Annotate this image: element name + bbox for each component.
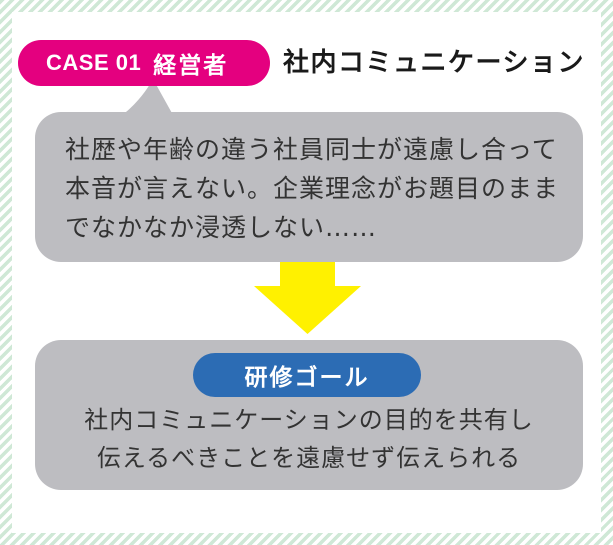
case-badge: CASE 01 経営者 (18, 40, 270, 86)
goal-text: 社内コミュニケーションの目的を共有し 伝えるべきことを遠慮せず伝えられる (35, 401, 583, 477)
down-arrow-icon (254, 262, 361, 334)
goal-box: 研修ゴール 社内コミュニケーションの目的を共有し 伝えるべきことを遠慮せず伝えら… (35, 340, 583, 490)
goal-badge: 研修ゴール (193, 353, 421, 397)
problem-line: 社歴や年齢の違う社員同士が遠慮し合って (65, 135, 558, 164)
page-title: 社内コミュニケーション (283, 48, 585, 78)
problem-line: 本音が言えない。企業理念がお題目のまま (65, 174, 560, 203)
goal-line: 伝えるべきことを遠慮せず伝えられる (96, 444, 522, 472)
problem-line: でなかなか浸透しない…… (65, 213, 378, 242)
case-number: CASE 01 (46, 50, 142, 75)
problem-speech-bubble: 社歴や年齢の違う社員同士が遠慮し合って 本音が言えない。企業理念がお題目のまま … (35, 112, 583, 262)
goal-line: 社内コミュニケーションの目的を共有し (84, 406, 534, 434)
case-role: 経営者 (153, 53, 229, 79)
